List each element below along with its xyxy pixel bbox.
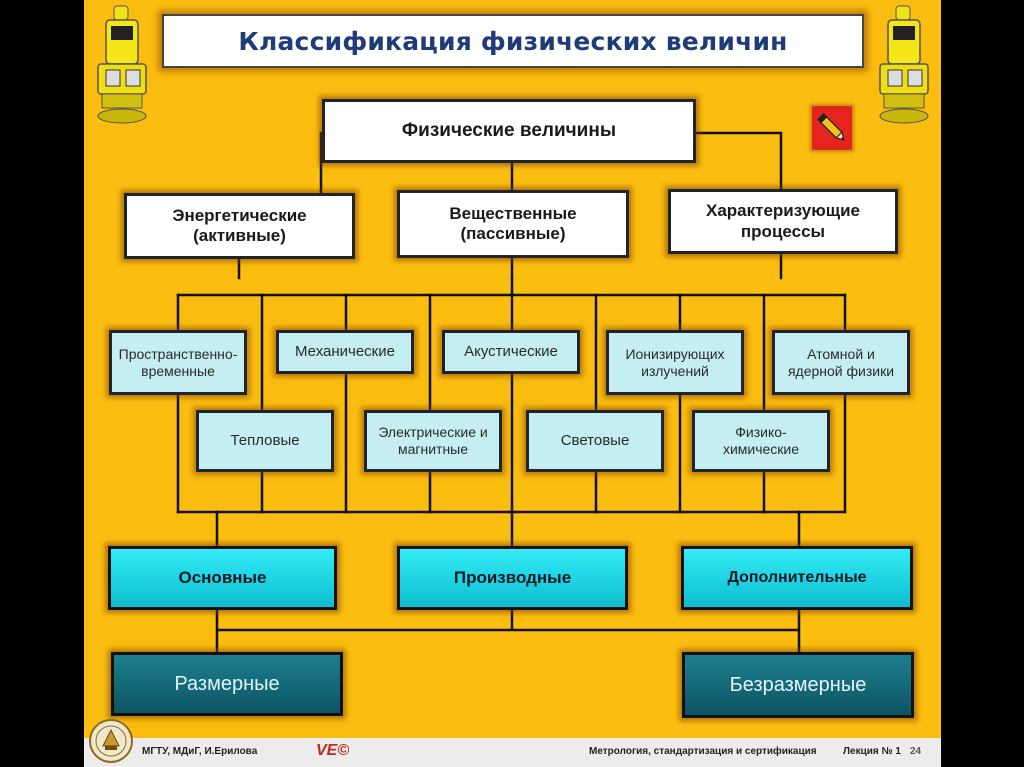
root-label: Физические величины	[401, 119, 617, 141]
process-label: Характеризующие процессы	[705, 201, 860, 241]
root-box: Физические величины	[322, 99, 696, 163]
pencil-icon[interactable]	[812, 106, 852, 150]
category-box: Атомной и ядерной физики	[772, 330, 910, 395]
derived-units-label: Производные	[453, 567, 572, 587]
additional-units-box: Дополнительные	[681, 546, 913, 610]
footer-bar	[84, 738, 941, 767]
category-box: Электрические и магнитные	[364, 410, 502, 472]
basic-units-box: Основные	[108, 546, 337, 610]
dimensionless-label: Безразмерные	[729, 674, 867, 696]
category-label: Электрические и магнитные	[378, 424, 488, 457]
category-label: Световые	[560, 432, 630, 449]
dimensional-label: Размерные	[174, 673, 280, 695]
material-box: Вещественные (пассивные)	[397, 190, 629, 258]
category-box: Акустические	[442, 330, 580, 374]
dimensional-box: Размерные	[111, 652, 343, 716]
material-label: Вещественные (пассивные)	[449, 203, 577, 243]
footer-logo: VE©	[316, 742, 350, 759]
category-box: Тепловые	[196, 410, 334, 472]
category-box: Ионизирующих излучений	[606, 330, 744, 395]
additional-units-label: Дополнительные	[727, 569, 867, 587]
surveying-instrument-icon	[97, 5, 147, 124]
page-title: Классификация физических величин	[162, 14, 864, 68]
page-number: 24	[910, 746, 922, 757]
category-label: Механические	[295, 343, 395, 360]
category-label: Физико- химические	[722, 424, 800, 457]
category-label: Пространственно- временные	[118, 345, 238, 379]
category-label: Ионизирующих излучений	[625, 345, 725, 379]
category-box: Световые	[526, 410, 664, 472]
category-box: Физико- химические	[692, 410, 830, 472]
category-label: Тепловые	[230, 432, 300, 449]
category-box: Механические	[276, 330, 414, 374]
category-label: Акустические	[464, 343, 558, 360]
footer-author: МГТУ, МДиГ, И.Ерилова	[142, 746, 258, 757]
energetic-label: Энергетические (активные)	[172, 205, 307, 245]
category-label: Атомной и ядерной физики	[787, 345, 895, 379]
footer-course: Метрология, стандартизация и сертификаци…	[589, 746, 817, 757]
slide: Классификация физических величин	[84, 0, 941, 767]
dimensionless-box: Безразмерные	[682, 652, 914, 718]
derived-units-box: Производные	[397, 546, 628, 610]
basic-units-label: Основные	[178, 567, 267, 587]
category-box: Пространственно- временные	[109, 330, 247, 395]
energetic-box: Энергетические (активные)	[124, 193, 355, 259]
process-box: Характеризующие процессы	[668, 189, 898, 254]
footer-lecture: Лекция № 1	[843, 746, 901, 757]
connector-lines	[176, 131, 847, 654]
university-seal-icon	[89, 719, 133, 763]
surveying-instrument-icon	[879, 5, 929, 124]
